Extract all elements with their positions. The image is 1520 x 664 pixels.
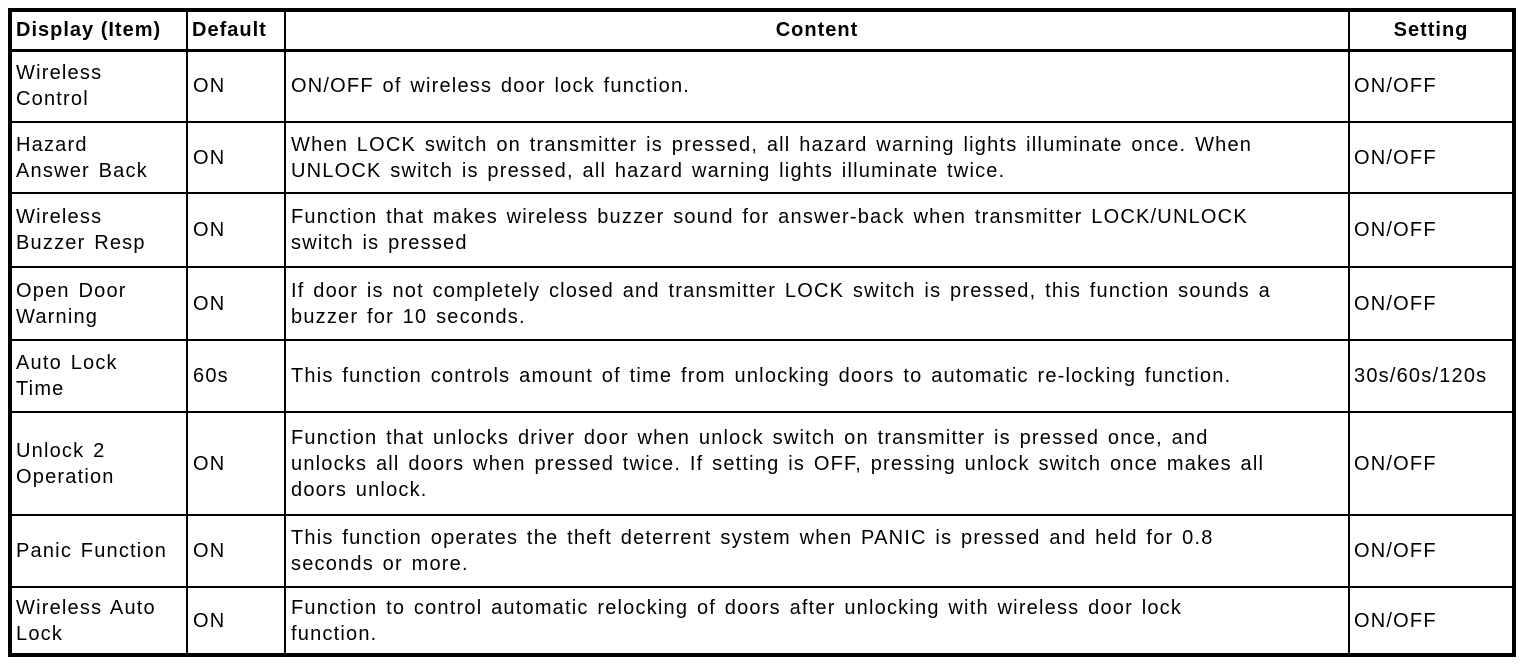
default-cell: ON [186,411,286,516]
default-cell: ON [186,266,286,341]
content-cell: Function to control automatic relocking … [284,586,1350,656]
setting-cell: ON/OFF [1348,49,1515,123]
default-cell: ON [186,121,286,194]
item-cell: Wireless Buzzer Resp [9,192,188,268]
wireless-settings-table: Display (Item) Default Content Setting W… [8,8,1516,657]
setting-cell: 30s/60s/120s [1348,339,1515,413]
setting-cell: ON/OFF [1348,586,1515,656]
setting-cell: ON/OFF [1348,514,1515,588]
item-cell: Wireless Control [9,49,188,123]
table-row: Unlock 2 Operation ON Function that unlo… [9,411,1515,516]
setting-cell: ON/OFF [1348,411,1515,516]
item-cell: Auto Lock Time [9,339,188,413]
default-cell: ON [186,586,286,656]
table-row: Hazard Answer Back ON When LOCK switch o… [9,121,1515,194]
item-cell: Panic Function [9,514,188,588]
table-row: Wireless Buzzer Resp ON Function that ma… [9,192,1515,268]
content-cell: When LOCK switch on transmitter is press… [284,121,1350,194]
table-row: Wireless Control ON ON/OFF of wireless d… [9,49,1515,123]
item-cell: Hazard Answer Back [9,121,188,194]
default-cell: ON [186,192,286,268]
item-cell: Open Door Warning [9,266,188,341]
default-cell: ON [186,514,286,588]
setting-cell: ON/OFF [1348,192,1515,268]
item-cell: Wireless Auto Lock [9,586,188,656]
column-header-setting: Setting [1348,9,1515,52]
column-header-content: Content [284,9,1350,52]
table-row: Open Door Warning ON If door is not comp… [9,266,1515,341]
content-cell: ON/OFF of wireless door lock function. [284,49,1350,123]
column-header-default: Default [186,9,286,52]
content-cell: If door is not completely closed and tra… [284,266,1350,341]
default-cell: ON [186,49,286,123]
item-cell: Unlock 2 Operation [9,411,188,516]
setting-cell: ON/OFF [1348,121,1515,194]
default-cell: 60s [186,339,286,413]
content-cell: Function that unlocks driver door when u… [284,411,1350,516]
table-row: Wireless Auto Lock ON Function to contro… [9,586,1515,656]
header-row: Display (Item) Default Content Setting [9,9,1515,52]
content-cell: This function operates the theft deterre… [284,514,1350,588]
column-header-display-item: Display (Item) [9,9,188,52]
content-cell: Function that makes wireless buzzer soun… [284,192,1350,268]
table-row: Auto Lock Time 60s This function control… [9,339,1515,413]
table-row: Panic Function ON This function operates… [9,514,1515,588]
setting-cell: ON/OFF [1348,266,1515,341]
content-cell: This function controls amount of time fr… [284,339,1350,413]
